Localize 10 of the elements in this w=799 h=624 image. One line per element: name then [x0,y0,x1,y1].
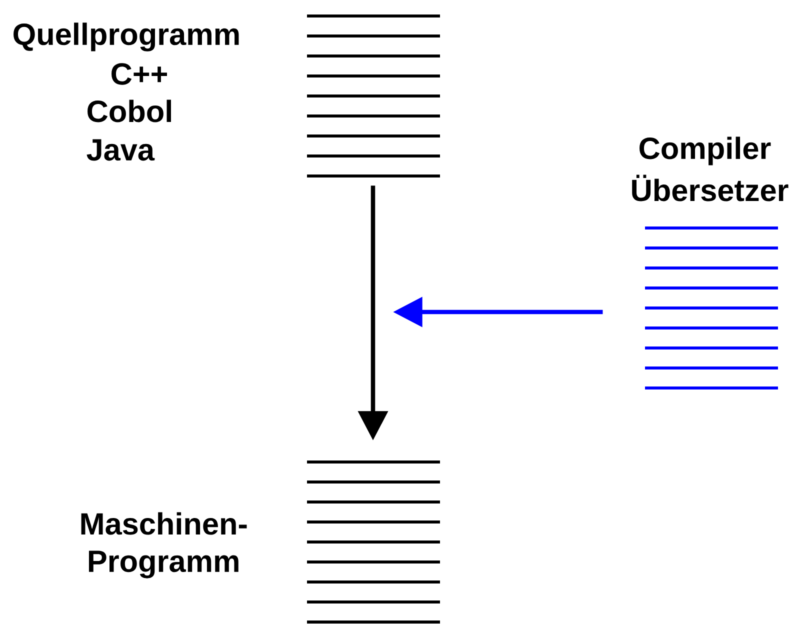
line-stack [307,460,440,624]
node-label: C++ [112,63,167,85]
line-stack [307,14,440,178]
node-label: Java [86,139,155,161]
line-stack [645,226,778,390]
node-label: Maschinen- Programm [81,512,247,578]
node-label: Compiler [640,136,771,166]
node-label: Quellprogramm [14,22,239,52]
node-label: Übersetzer [632,174,788,202]
node-label: Cobol [88,100,171,122]
